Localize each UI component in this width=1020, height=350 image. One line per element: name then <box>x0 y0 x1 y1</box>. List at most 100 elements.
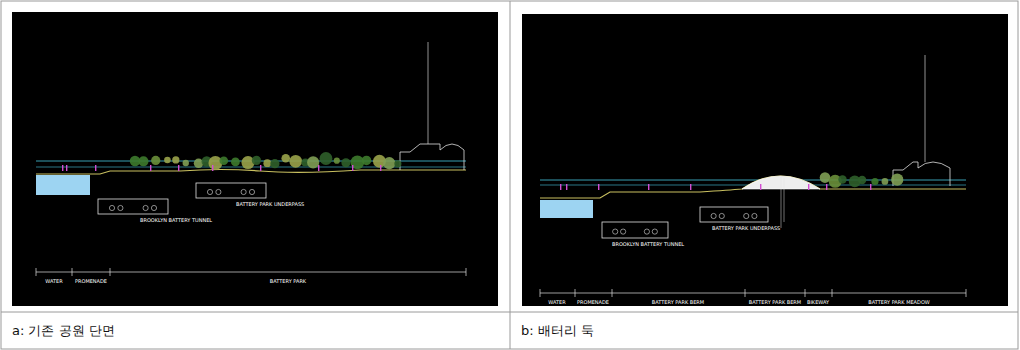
tree-canopy <box>320 152 333 165</box>
person-figure <box>318 165 319 171</box>
dimension-label: BATTERY PARK <box>270 278 306 284</box>
person-figure <box>690 184 691 190</box>
tunnel-bore <box>109 205 114 210</box>
tunnel-bore <box>644 229 649 234</box>
tunnel-bore <box>752 213 757 218</box>
tunnel-bore <box>744 213 749 218</box>
tunnel-bore <box>719 213 724 218</box>
tree-canopy <box>281 154 290 163</box>
tree-canopy <box>138 156 148 166</box>
tunnel-bore <box>621 229 626 234</box>
dimension-tick <box>540 289 541 297</box>
tree-canopy <box>252 156 261 165</box>
tunnel-box <box>98 199 168 214</box>
tree-canopy <box>341 158 350 167</box>
tree-canopy <box>882 178 889 185</box>
person-figure <box>352 165 353 171</box>
panel-ground <box>12 12 498 306</box>
dimension-tick <box>72 268 73 276</box>
tree-canopy <box>270 159 279 168</box>
dimension-bar <box>36 272 466 273</box>
building-outline <box>400 144 464 170</box>
tunnel-bore <box>207 189 212 194</box>
person-figure <box>380 165 381 171</box>
tunnel-label: BATTERY PARK UNDERPASS <box>712 225 780 231</box>
caption-cell: a: 기존 공원 단면 <box>2 313 509 348</box>
antenna <box>428 42 429 144</box>
tunnel-bore <box>652 229 657 234</box>
tunnel-bore <box>151 205 156 210</box>
tunnel-bore <box>143 205 148 210</box>
water-body <box>540 200 593 218</box>
person-figure <box>95 165 96 171</box>
tunnel-label: BROOKLYN BATTERY TUNNEL <box>140 217 212 223</box>
tree-canopy <box>858 176 866 184</box>
person-figure <box>566 184 567 190</box>
tunnel-bore <box>711 213 716 218</box>
panel-ground <box>522 14 1008 306</box>
tunnel-box <box>700 207 768 222</box>
tunnel-bore <box>613 229 618 234</box>
person-figure <box>260 165 261 171</box>
dimension-bar <box>540 293 966 294</box>
person-figure <box>560 184 561 190</box>
ground-line <box>36 170 466 175</box>
leader-line <box>784 178 785 222</box>
tree-canopy <box>383 157 395 169</box>
tree-canopy <box>362 156 372 166</box>
berm-section <box>540 55 966 297</box>
dimension-tick <box>110 268 111 276</box>
tree-canopy <box>183 160 189 166</box>
dimension-tick <box>466 268 467 276</box>
tunnel-label: BATTERY PARK UNDERPASS <box>236 201 304 207</box>
dimension-label: WATER <box>45 278 62 284</box>
person-figure <box>62 165 63 171</box>
dimension-tick <box>832 289 833 297</box>
tunnel-label: BROOKLYN BATTERY TUNNEL <box>612 241 684 247</box>
dimension-label: PROMENADE <box>577 299 609 305</box>
tunnel-bore <box>118 205 123 210</box>
tree-canopy <box>164 157 171 164</box>
dimension-tick <box>612 289 613 297</box>
person-figure <box>826 184 827 190</box>
tunnel-bore <box>241 189 246 194</box>
dimension-label: BATTERY PARK BERM <box>652 299 704 305</box>
leader-line <box>781 176 782 228</box>
tree-canopy <box>334 158 340 164</box>
tunnel-box <box>602 222 668 238</box>
tree-canopy <box>307 156 319 168</box>
person-figure <box>760 184 761 190</box>
dimension-tick <box>575 289 576 297</box>
tree-canopy <box>151 156 160 165</box>
caption-text: b: 배터리 둑 <box>521 322 1017 340</box>
tree-canopy <box>871 178 878 185</box>
tree-canopy <box>289 155 302 168</box>
existing-section <box>36 42 466 276</box>
person-figure <box>808 184 809 190</box>
tunnel-bore <box>249 189 254 194</box>
person-figure <box>598 184 599 190</box>
person-figure <box>648 184 649 190</box>
dimension-tick <box>966 289 967 297</box>
dimension-tick <box>805 289 806 297</box>
caption-cell: b: 배터리 둑 <box>511 313 1017 348</box>
antenna <box>925 55 926 162</box>
dimension-label: BATTERY PARK BERM <box>749 299 801 305</box>
dimension-label: BATTERY PARK MEADOW <box>868 299 930 305</box>
tree-canopy <box>231 157 240 166</box>
caption-text: a: 기존 공원 단면 <box>12 322 509 340</box>
tree-canopy <box>172 156 179 163</box>
person-figure <box>178 165 179 171</box>
person-figure <box>212 165 213 171</box>
person-figure <box>66 165 67 171</box>
dimension-tick <box>745 289 746 297</box>
tree-canopy <box>891 174 903 186</box>
table-rule <box>510 1 511 349</box>
dimension-label: WATER <box>548 299 565 305</box>
tree-canopy <box>394 160 401 167</box>
table-rule <box>1 312 1018 313</box>
tunnel-box <box>196 183 266 198</box>
